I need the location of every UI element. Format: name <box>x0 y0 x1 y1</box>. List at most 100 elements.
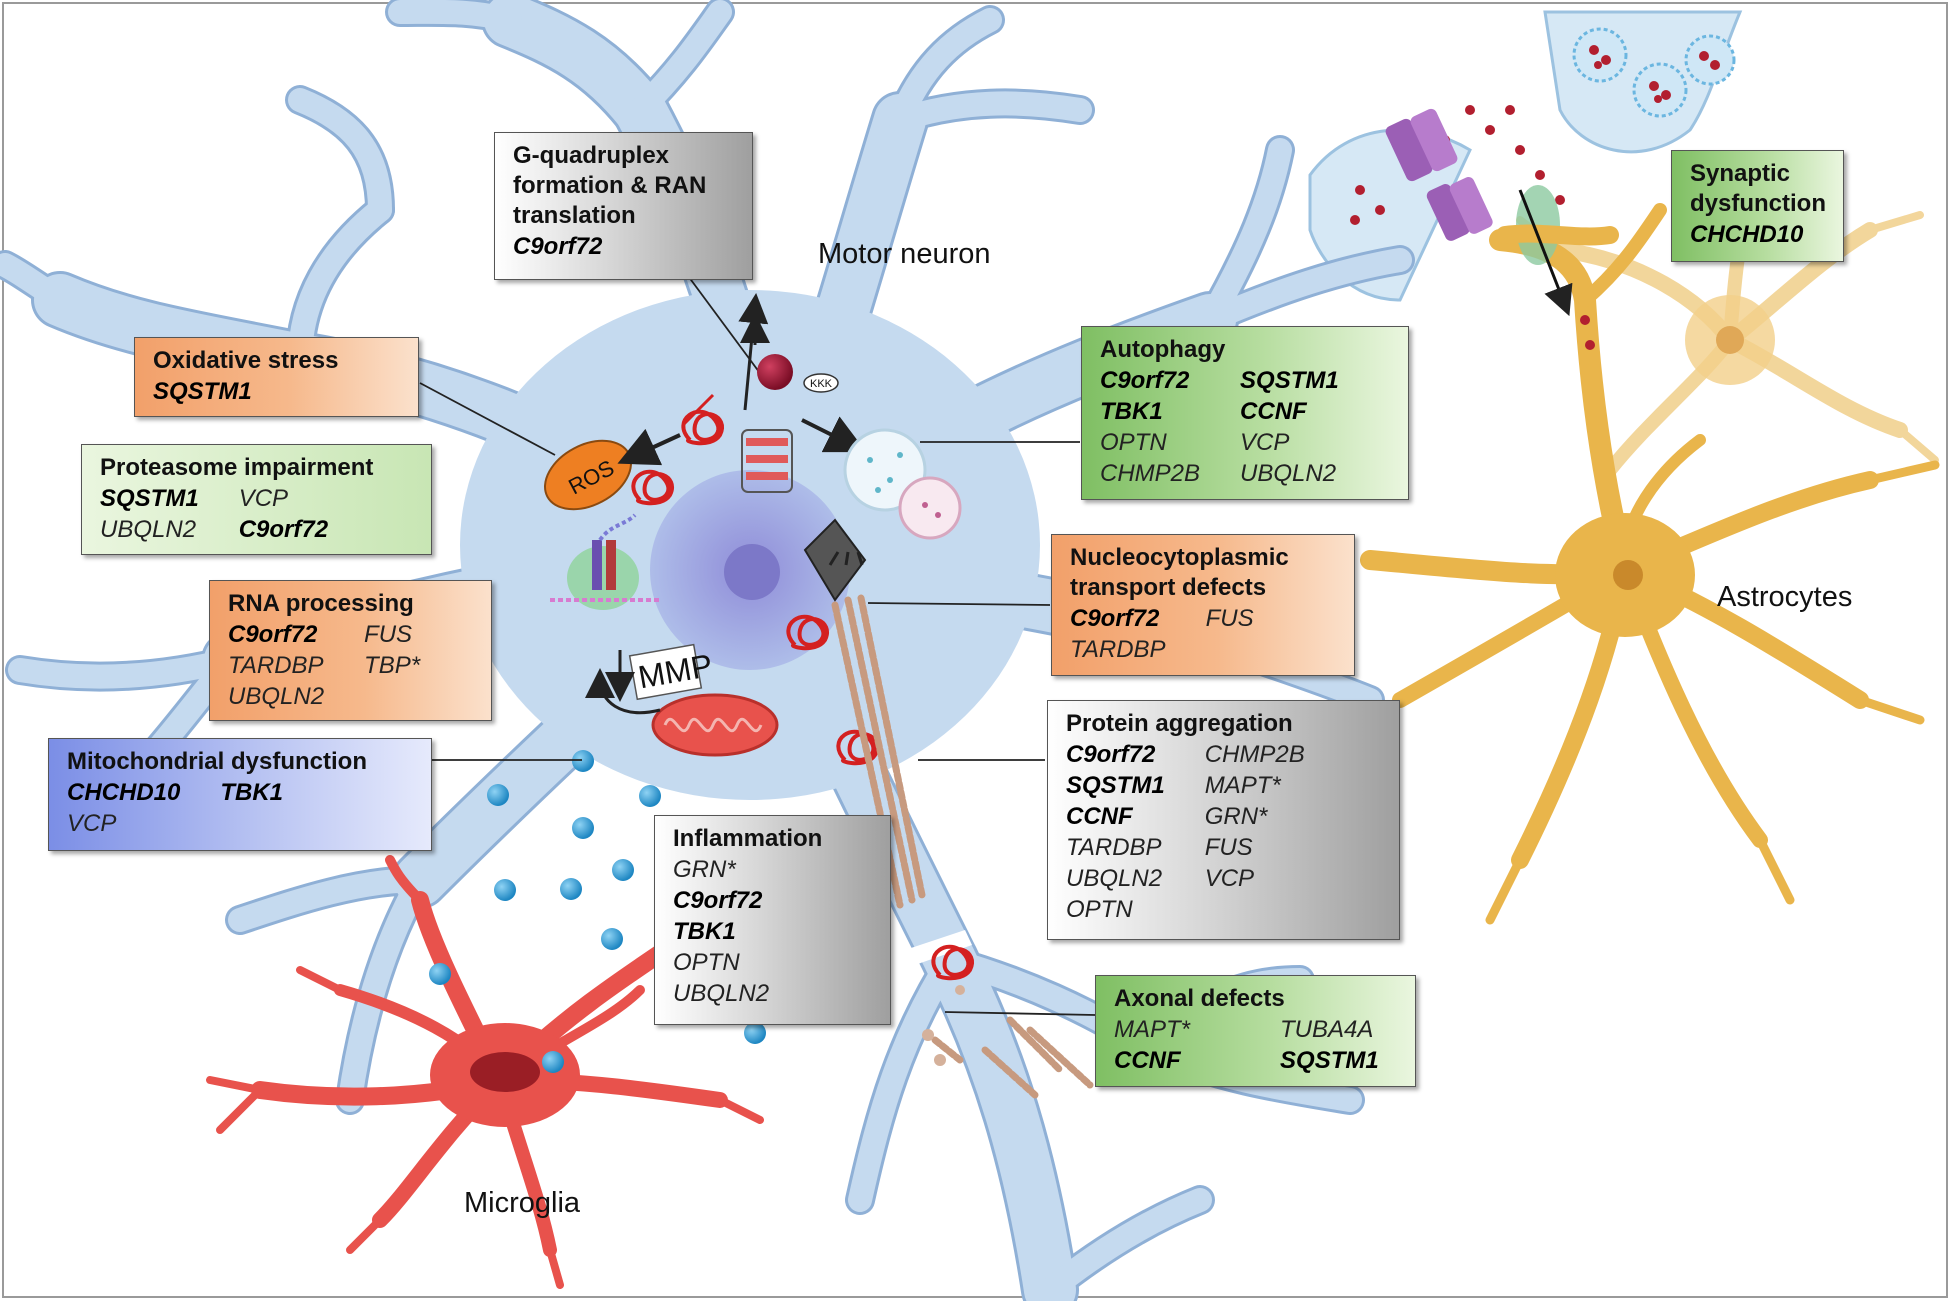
box-title: G-quadruplex formation & RAN translation <box>513 142 707 229</box>
box-axonal-defects: Axonal defects MAPT* TUBA4A CCNF SQSTM1 <box>1095 975 1416 1087</box>
gene-vcp: VCP <box>67 810 117 837</box>
dipeptide-sphere <box>757 354 793 390</box>
gene-tbp: TBP* <box>364 652 421 679</box>
box-title: Nucleocytoplasmic transport defects <box>1070 544 1289 601</box>
box-nucleocytoplasmic: Nucleocytoplasmic transport defects C9or… <box>1051 534 1355 676</box>
gene-ubqln2: UBQLN2 <box>1240 460 1337 487</box>
microglia-nucleus <box>470 1052 540 1092</box>
gene-ubqln2: UBQLN2 <box>1066 865 1163 892</box>
gene-ubqln2: UBQLN2 <box>228 683 325 710</box>
axon-debris <box>922 985 965 1066</box>
gene-chchd10: CHCHD10 <box>67 779 181 806</box>
gene-sqstm1: SQSTM1 <box>100 485 199 512</box>
synapse-arrow <box>1518 189 1573 317</box>
gene-c9orf72: C9orf72 <box>238 516 329 543</box>
gene-vcp: VCP <box>238 485 289 512</box>
connector-lines <box>419 264 1096 1016</box>
gene-chmp2b: CHMP2B <box>1204 741 1305 768</box>
gene-tbk1: TBK1 <box>1100 398 1163 425</box>
gene-mapt: MAPT* <box>1204 772 1281 799</box>
gene-ubqln2: UBQLN2 <box>100 516 197 543</box>
box-title: Axonal defects <box>1114 985 1285 1012</box>
gene-optn: OPTN <box>1100 429 1167 456</box>
gene-list: SQSTM1 VCP UBQLN2 C9orf72 <box>100 483 419 545</box>
gene-vcp: VCP <box>1240 429 1290 456</box>
box-title: Autophagy <box>1100 336 1226 363</box>
gene-ccnf: CCNF <box>1066 803 1133 830</box>
gene-c9orf72: C9orf72 <box>1066 741 1156 768</box>
mmp-curved-arrow <box>585 668 661 715</box>
gene-tardbp: TARDBP <box>1066 834 1162 861</box>
gene-tuba4a: TUBA4A <box>1280 1016 1374 1043</box>
neuron-nucleolus <box>724 544 780 600</box>
box-title: Proteasome impairment <box>100 454 374 481</box>
gene-optn: OPTN <box>1066 896 1133 923</box>
gene-list: C9orf72 FUS TARDBP TBP* UBQLN2 <box>228 619 479 712</box>
gene-list: CHCHD10 <box>1690 219 1831 250</box>
box-rna-processing: RNA processing C9orf72 FUS TARDBP TBP* UBQLN… <box>209 580 492 721</box>
gene-fus: FUS <box>364 621 413 648</box>
gene-grn: GRN* <box>1204 803 1268 830</box>
gene-ccnf: CCNF <box>1240 398 1307 425</box>
gene-vcp: VCP <box>1204 865 1255 892</box>
gene-fus: FUS <box>1204 834 1253 861</box>
gene-ubqln2: UBQLN2 <box>673 980 770 1007</box>
gene-list: SQSTM1 <box>153 376 406 407</box>
synapse <box>1308 10 1743 350</box>
box-title: RNA processing <box>228 590 414 617</box>
astrocytes-label: Astrocytes <box>1717 581 1853 613</box>
kkk-tag <box>803 373 839 393</box>
box-title: Synaptic dysfunction <box>1690 160 1826 217</box>
gene-chmp2b: CHMP2B <box>1100 460 1201 487</box>
box-oxidative-stress: Oxidative stress SQSTM1 <box>134 337 419 417</box>
box-title: Protein aggregation <box>1066 710 1293 737</box>
box-title: Mitochondrial dysfunction <box>67 748 367 775</box>
proteasome-icon <box>550 513 660 610</box>
gene-sqstm1: SQSTM1 <box>1280 1047 1379 1074</box>
gene-optn: OPTN <box>673 949 740 976</box>
gene-list: C9orf72 <box>513 231 740 262</box>
box-gquadruplex: G-quadruplex formation & RAN translation… <box>494 132 753 280</box>
box-protein-aggregation: Protein aggregation C9orf72 CHMP2B SQSTM1 M… <box>1047 700 1400 940</box>
astrocyte-nucleus <box>1613 560 1643 590</box>
gene-list: C9orf72 CHMP2B SQSTM1 MAPT* CCNF GRN* TARDBP FU… <box>1066 739 1387 925</box>
axon-break <box>905 930 972 966</box>
kkk-label: KKK <box>810 378 833 390</box>
box-proteasome: Proteasome impairment SQSTM1 VCP UBQLN2 C9o… <box>81 444 432 555</box>
box-synaptic-dysfunction: Synaptic dysfunction CHCHD10 <box>1671 150 1844 262</box>
gene-c9orf72: C9orf72 <box>1100 367 1190 394</box>
motor-neuron-label: Motor neuron <box>818 238 991 270</box>
gene-c9orf72: C9orf72 <box>1070 605 1160 632</box>
gene-c9orf72: C9orf72 <box>513 233 603 260</box>
ros-arrow <box>617 428 681 466</box>
gene-ccnf: CCNF <box>1114 1047 1181 1074</box>
gene-grn: GRN* <box>673 856 736 883</box>
astrocyte-bg-nucleus <box>1716 326 1744 354</box>
gene-tbk1: TBK1 <box>673 918 736 945</box>
gene-tardbp: TARDBP <box>228 652 324 679</box>
receptor-purple <box>1385 108 1493 241</box>
microglia-label: Microglia <box>464 1187 581 1219</box>
gene-sqstm1: SQSTM1 <box>153 378 252 405</box>
gene-fus: FUS <box>1205 605 1254 632</box>
gene-sqstm1: SQSTM1 <box>1240 367 1339 394</box>
gene-sqstm1: SQSTM1 <box>1066 772 1165 799</box>
mitochondrion-icon <box>651 693 779 757</box>
nuclear-pore-icon <box>803 518 867 602</box>
box-title: Oxidative stress <box>153 347 339 374</box>
gene-c9orf72: C9orf72 <box>673 887 763 914</box>
gene-tbk1: TBK1 <box>220 779 284 806</box>
gene-chchd10: CHCHD10 <box>1690 221 1804 248</box>
gene-c9orf72: C9orf72 <box>228 621 318 648</box>
box-title: Inflammation <box>673 825 823 852</box>
gene-mapt: MAPT* <box>1114 1016 1191 1043</box>
